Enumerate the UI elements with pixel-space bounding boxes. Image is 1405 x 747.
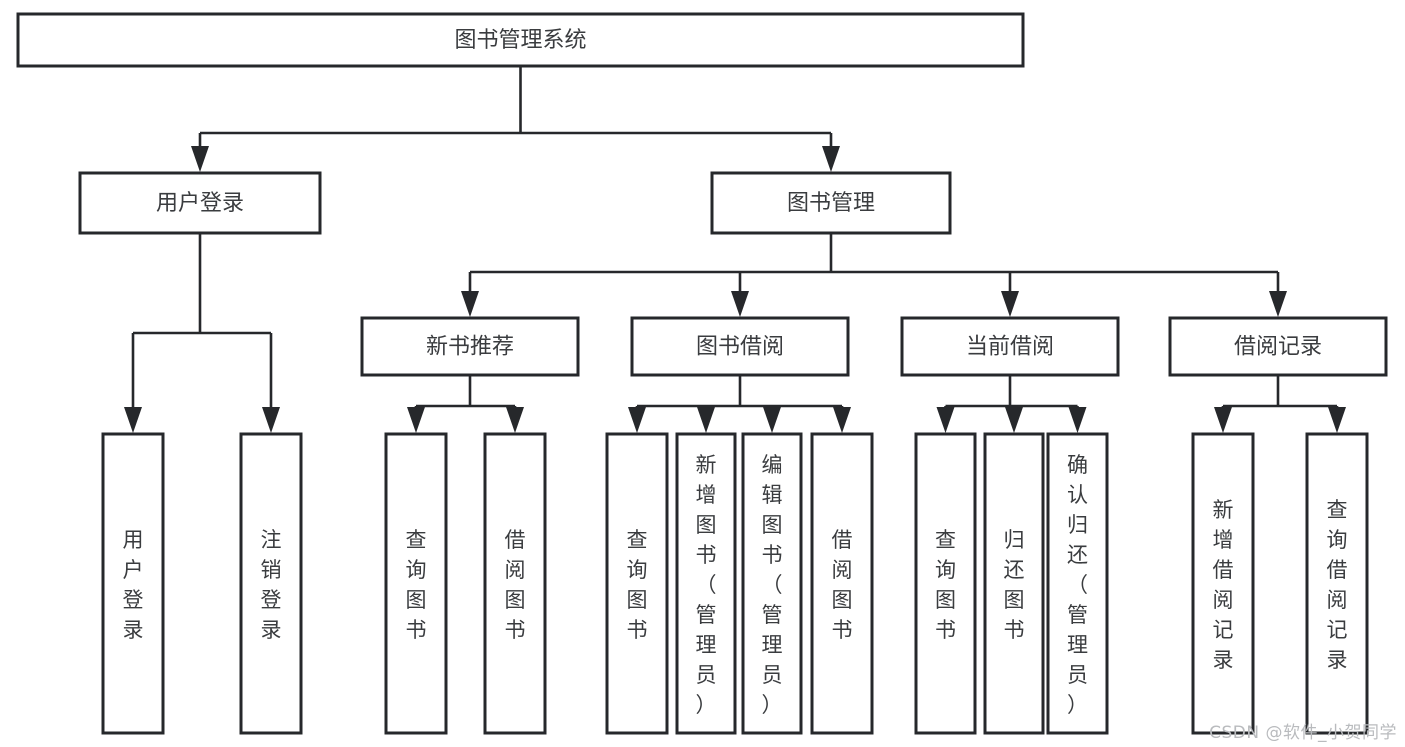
connector-layer [124,66,1346,433]
node-leaf-borrow-book-recommend[interactable]: 借阅图书 [483,432,547,735]
node-leaf-query-book-current[interactable]: 查询图书 [914,432,977,735]
arrow-head-icon [1001,291,1019,317]
node-label: 图书管理系统 [454,28,586,53]
node-leaf-borrow-book[interactable]: 借阅图书 [810,432,874,735]
node-label: 查询图书 [406,528,427,642]
arrow-head-icon [191,146,209,172]
node-box [483,432,547,735]
node-box [900,316,1120,377]
node-label: 借阅图书 [505,528,526,642]
node-label: 归还图书 [1004,528,1025,642]
node-book-manage[interactable]: 图书管理 [710,171,952,235]
node-label: 查询图书 [935,528,956,642]
node-box [384,432,448,735]
node-label: 新增借阅记录 [1213,498,1234,672]
arrow-head-icon [1005,407,1023,433]
node-box [360,316,580,377]
arrow-head-icon [1328,407,1346,433]
node-label: 图书管理 [787,191,875,216]
node-label: 注销登录 [261,528,282,642]
node-label: 查询借阅记录 [1327,498,1348,672]
node-box [239,432,303,735]
node-layer: 图书管理系统用户登录图书管理新书推荐图书借阅当前借阅借阅记录用户登录注销登录查询… [16,12,1388,735]
node-label: 编辑图书（管理员） [762,453,783,717]
node-box [1168,316,1388,377]
arrow-head-icon [628,407,646,433]
arrow-head-icon [763,407,781,433]
node-leaf-edit-book-admin[interactable]: 编辑图书（管理员） [741,432,803,735]
node-box [1191,432,1255,735]
arrow-head-icon [822,146,840,172]
node-box [914,432,977,735]
arrow-head-icon [1214,407,1232,433]
node-box [16,12,1025,68]
node-book-borrow[interactable]: 图书借阅 [630,316,850,377]
node-new-book-recommend[interactable]: 新书推荐 [360,316,580,377]
node-borrow-record[interactable]: 借阅记录 [1168,316,1388,377]
node-label: 用户登录 [156,191,244,216]
arrow-head-icon [407,407,425,433]
node-label: 新书推荐 [426,335,514,360]
node-leaf-logout-login[interactable]: 注销登录 [239,432,303,735]
arrow-head-icon [1269,291,1287,317]
node-box [630,316,850,377]
node-box [101,432,165,735]
arrow-head-icon [262,407,280,433]
node-leaf-query-book-borrow[interactable]: 查询图书 [605,432,669,735]
node-label: 借阅图书 [832,528,853,642]
node-leaf-query-borrow-record[interactable]: 查询借阅记录 [1305,432,1369,735]
arrow-head-icon [833,407,851,433]
node-box [810,432,874,735]
node-leaf-return-book[interactable]: 归还图书 [983,432,1045,735]
node-label: 用户登录 [123,528,144,642]
arrow-head-icon [1068,407,1087,433]
node-box [710,171,952,235]
csdn-watermark: CSDN @软件_小贺同学 [1209,723,1397,743]
arrow-head-icon [124,407,142,433]
arrow-head-icon [731,291,749,317]
node-box [983,432,1045,735]
node-box [675,432,737,735]
arrow-head-icon [506,407,524,433]
node-label: 新增图书（管理员） [696,453,717,717]
node-label: 借阅记录 [1234,335,1322,360]
node-root[interactable]: 图书管理系统 [16,12,1025,68]
node-box [1305,432,1369,735]
node-box [1046,432,1109,735]
arrow-head-icon [461,291,479,317]
node-user-login[interactable]: 用户登录 [78,171,322,235]
node-leaf-add-borrow-record[interactable]: 新增借阅记录 [1191,432,1255,735]
arrow-head-icon [936,407,955,433]
node-leaf-add-book-admin[interactable]: 新增图书（管理员） [675,432,737,735]
node-box [605,432,669,735]
node-label: 图书借阅 [696,335,784,360]
arrow-head-icon [697,407,715,433]
node-box [78,171,322,235]
node-current-borrow[interactable]: 当前借阅 [900,316,1120,377]
node-leaf-user-login[interactable]: 用户登录 [101,432,165,735]
node-label: 确认归还（管理员） [1067,453,1088,717]
node-label: 查询图书 [627,528,648,642]
node-leaf-query-book-recommend[interactable]: 查询图书 [384,432,448,735]
node-leaf-confirm-return-admin[interactable]: 确认归还（管理员） [1046,432,1109,735]
node-label: 当前借阅 [966,335,1054,360]
node-box [741,432,803,735]
